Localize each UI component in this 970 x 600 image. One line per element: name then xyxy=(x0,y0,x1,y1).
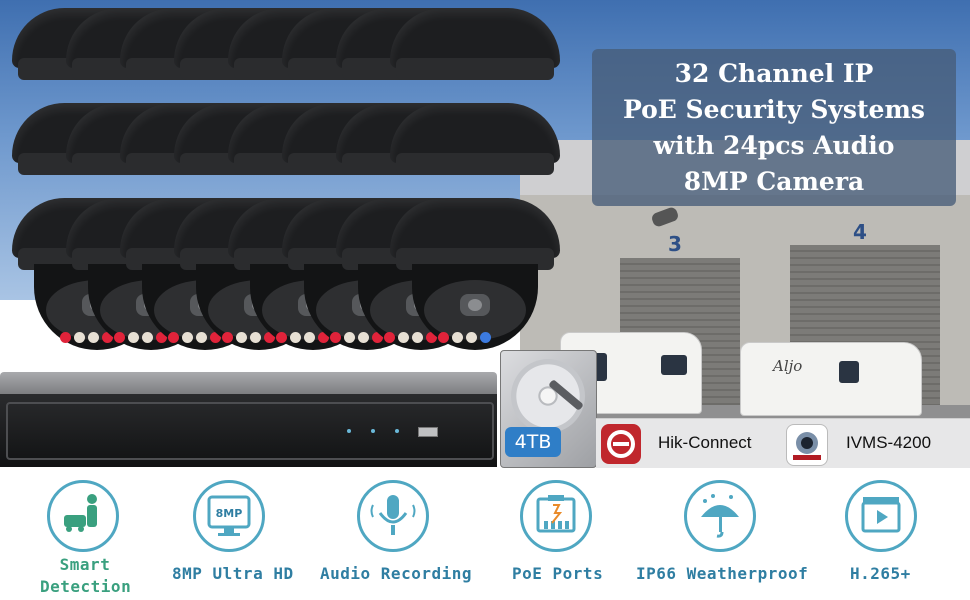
camera-lens-icon xyxy=(460,294,490,316)
camera-leds xyxy=(222,332,298,344)
video-play-icon xyxy=(845,480,917,552)
camera-leds xyxy=(384,332,460,344)
led-red xyxy=(222,332,233,343)
led-indicator xyxy=(426,332,437,343)
led-white xyxy=(290,332,301,343)
smart-detection-label: Smart Detection xyxy=(40,554,132,598)
led-indicator xyxy=(480,332,491,343)
led-white xyxy=(182,332,193,343)
camera-leds xyxy=(276,332,352,344)
weatherproof-label: IP66 Weatherproof xyxy=(636,564,809,583)
led-red xyxy=(438,332,449,343)
led-indicator xyxy=(372,332,383,343)
nvr-status-led xyxy=(347,429,351,433)
ivms-label: IVMS-4200 xyxy=(846,433,932,452)
led-indicator xyxy=(156,332,167,343)
person-vehicle-icon xyxy=(47,480,119,552)
led-white xyxy=(88,332,99,343)
rv-brand-logo: Aljo xyxy=(773,357,803,375)
headline-box: 32 Channel IP PoE Security Systems with … xyxy=(592,49,956,206)
led-indicator xyxy=(318,332,329,343)
turret-camera xyxy=(390,8,560,104)
led-white xyxy=(398,332,409,343)
camera-leds xyxy=(114,332,190,344)
camera-leds xyxy=(438,332,514,344)
led-red xyxy=(114,332,125,343)
nvr-top-panel xyxy=(0,372,497,394)
camera-leds xyxy=(330,332,406,344)
umbrella-rain-icon xyxy=(684,480,756,552)
microphone-icon xyxy=(357,480,429,552)
hard-drive: 4TB xyxy=(500,350,597,468)
rv-window xyxy=(839,361,859,383)
led-white xyxy=(236,332,247,343)
headline-line-3: with 24pcs Audio xyxy=(653,130,895,160)
led-indicator xyxy=(264,332,275,343)
ivms-camera-icon xyxy=(786,424,828,466)
camera-rim xyxy=(396,153,554,175)
headline-line-2: PoE Security Systems xyxy=(622,94,925,124)
led-white xyxy=(196,332,207,343)
bay-number-4: 4 xyxy=(853,220,867,244)
headline-line-4: 8MP Camera xyxy=(683,166,865,196)
led-white xyxy=(344,332,355,343)
led-red xyxy=(60,332,71,343)
led-white xyxy=(142,332,153,343)
audio-recording-label: Audio Recording xyxy=(320,564,472,583)
camera-leds xyxy=(60,332,136,344)
hik-connect-label: Hik-Connect xyxy=(658,433,752,452)
led-white xyxy=(412,332,423,343)
monitor-8mp-icon: 8MP xyxy=(193,480,265,552)
turret-camera xyxy=(390,103,560,199)
storage-capacity-badge: 4TB xyxy=(505,427,561,457)
led-indicator xyxy=(102,332,113,343)
headline-line-1: 32 Channel IP xyxy=(674,58,874,88)
feature-row: Smart Detection 8MP 8MP Ultra HD Audio R… xyxy=(0,468,970,600)
led-white xyxy=(452,332,463,343)
hik-connect-icon xyxy=(601,424,641,464)
camera-rim xyxy=(396,58,554,80)
ultra-hd-label: 8MP Ultra HD xyxy=(172,564,294,583)
bay-number-3: 3 xyxy=(668,232,682,256)
rv-window xyxy=(661,355,687,375)
led-indicator xyxy=(210,332,221,343)
led-white xyxy=(250,332,261,343)
h265-label: H.265+ xyxy=(850,564,911,583)
led-white xyxy=(304,332,315,343)
nvr-recorder xyxy=(0,372,497,467)
led-white xyxy=(358,332,369,343)
nvr-bezel xyxy=(6,402,494,460)
led-red xyxy=(384,332,395,343)
usb-port-icon xyxy=(418,427,438,437)
led-white xyxy=(74,332,85,343)
app-support-strip: Hik-Connect IVMS-4200 xyxy=(596,418,970,469)
nvr-front-panel xyxy=(0,394,497,467)
turret-camera xyxy=(390,198,560,388)
smart-detection-label-line-2: Detection xyxy=(40,577,132,596)
led-red xyxy=(330,332,341,343)
monitor-8mp-text: 8MP xyxy=(216,507,243,520)
nvr-status-led xyxy=(395,429,399,433)
led-red xyxy=(168,332,179,343)
led-white xyxy=(128,332,139,343)
led-white xyxy=(466,332,477,343)
rv-right: Aljo xyxy=(740,342,922,416)
ethernet-port-icon xyxy=(520,480,592,552)
smart-detection-label-line-1: Smart xyxy=(59,555,111,574)
poe-ports-label: PoE Ports xyxy=(512,564,604,583)
nvr-status-led xyxy=(371,429,375,433)
led-red xyxy=(276,332,287,343)
camera-leds xyxy=(168,332,244,344)
